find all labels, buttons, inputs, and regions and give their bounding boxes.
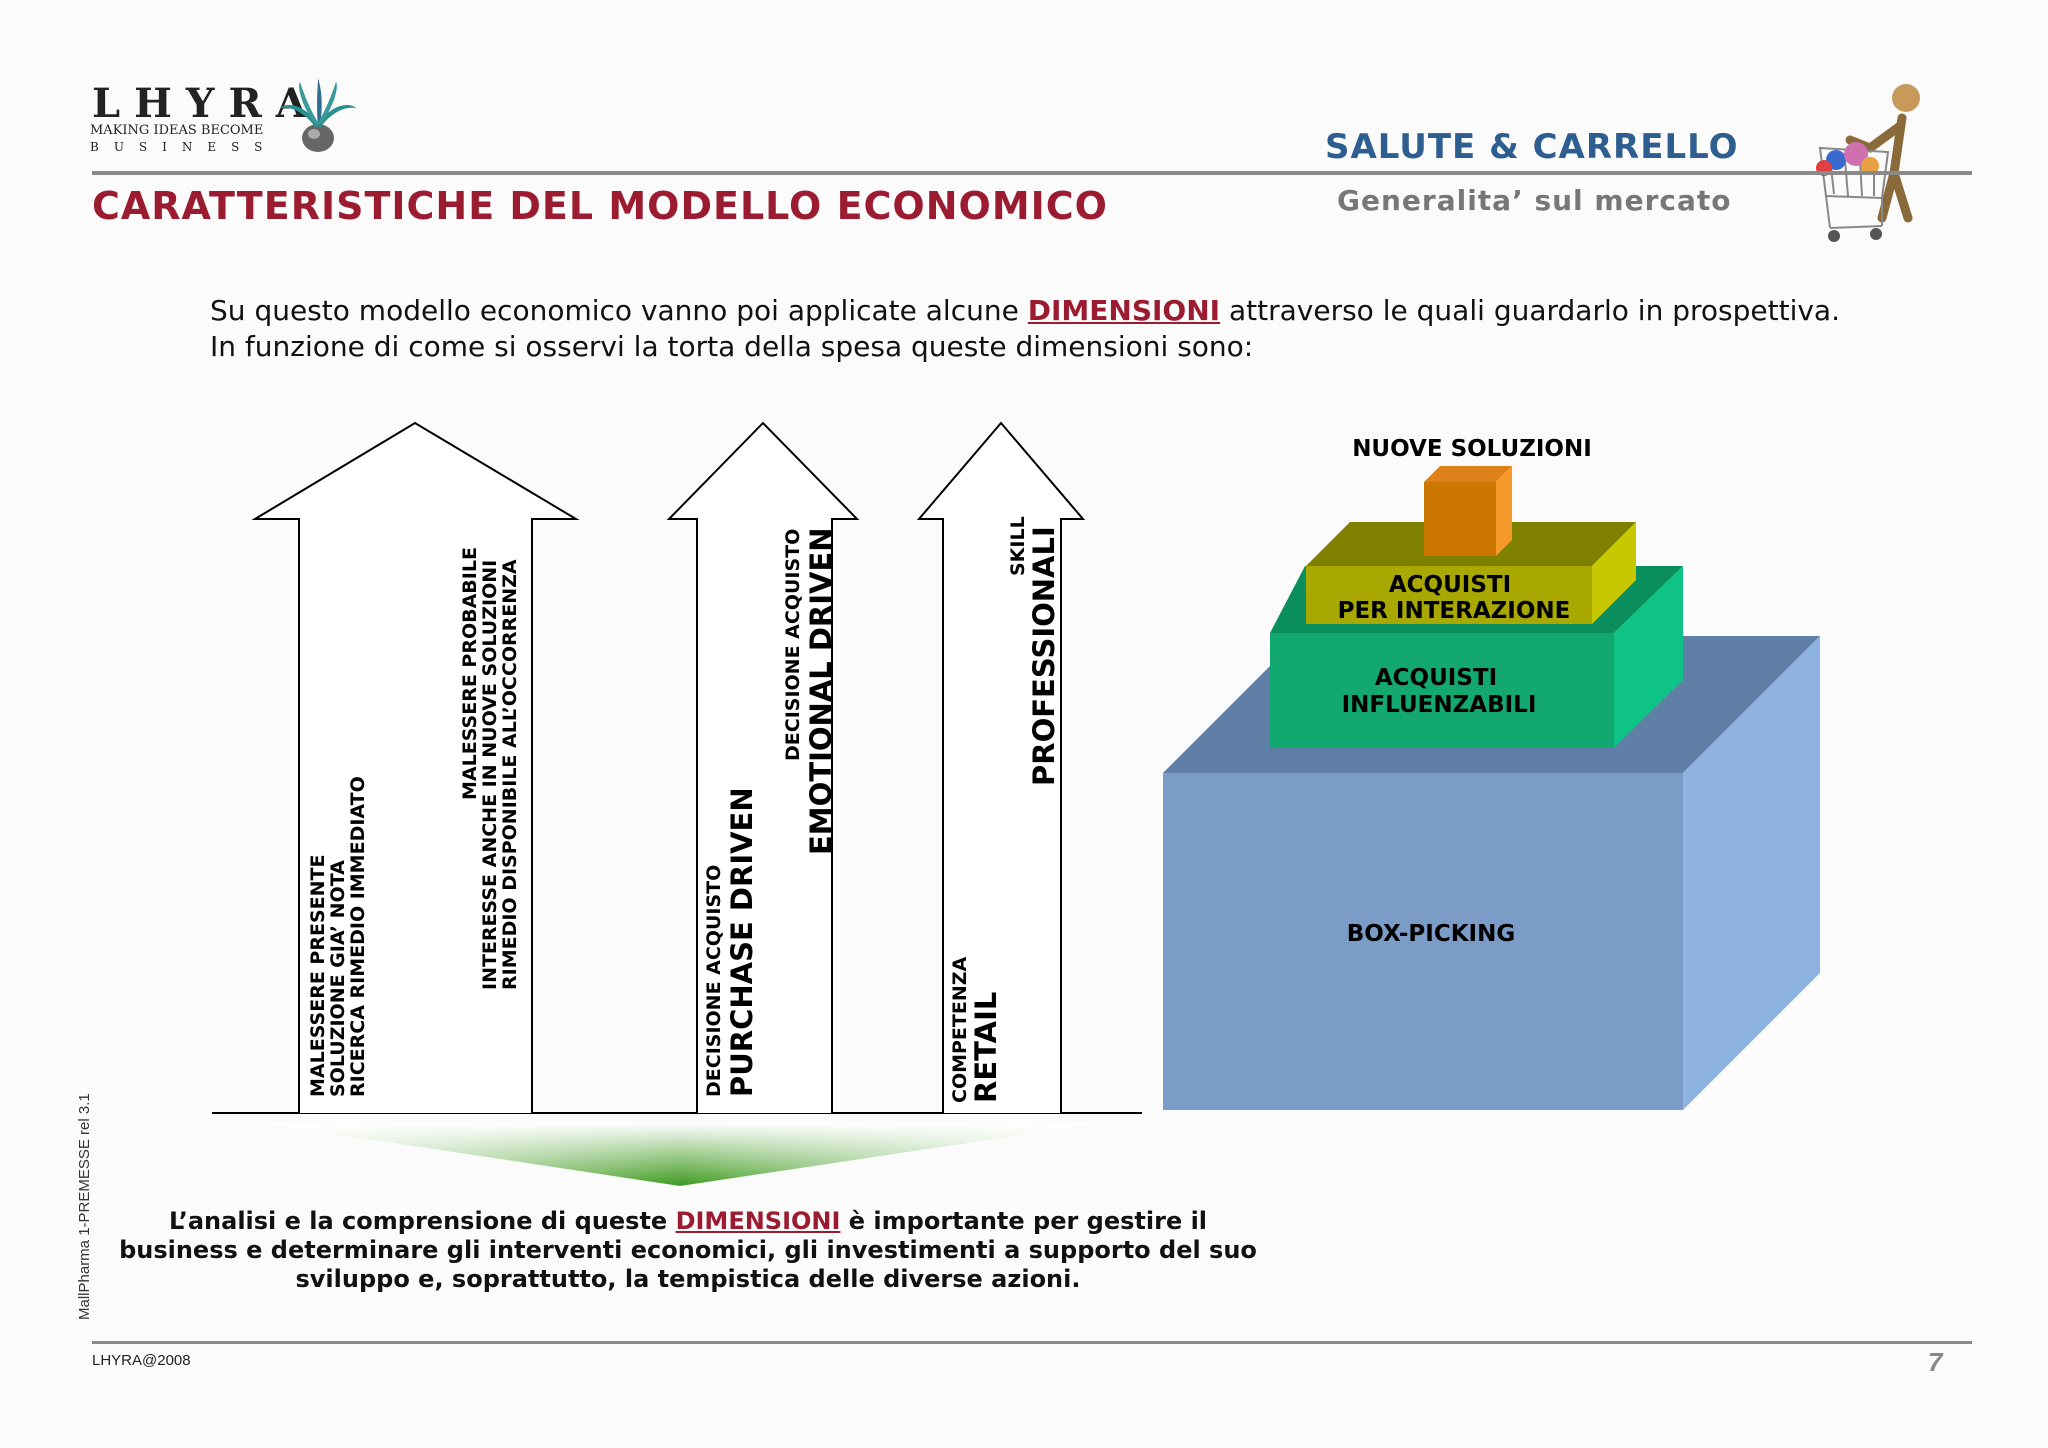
a3-left-big: RETAIL — [969, 992, 1003, 1103]
section-subtitle: Generalita’ sul mercato — [1337, 184, 1732, 217]
document-reference: MallPharma 1-PREMESSE rel 3.1 — [76, 1093, 93, 1320]
logo-tagline: MAKING IDEAS BECOME — [90, 123, 264, 138]
conclusion-paragraph: L’analisi e la comprensione di queste DI… — [119, 1207, 1257, 1293]
dimensioni-keyword: DIMENSIONI — [1027, 294, 1221, 327]
a2-right-small: DECISIONE ACQUISTO — [782, 529, 804, 761]
a2-left-small: DECISIONE ACQUISTO — [703, 865, 725, 1097]
level2-line2: INFLUENZABILI — [1342, 692, 1537, 718]
arrow-1 — [251, 421, 580, 1113]
logo-wordmark: LHYRA — [92, 80, 321, 127]
level3-line2: PER INTERAZIONE — [1338, 598, 1571, 624]
section-title: SALUTE & CARRELLO — [1325, 127, 1739, 167]
a2-left-big: PURCHASE DRIVEN — [725, 787, 759, 1097]
a3-left-small: COMPETENZA — [949, 956, 971, 1103]
intro-paragraph: Su questo modello economico vanno poi ap… — [210, 294, 1840, 363]
logo-tagline-business: BUSINESS — [90, 140, 278, 154]
nuove-soluzioni-label: NUOVE SOLUZIONI — [1352, 436, 1592, 462]
header-divider — [92, 171, 1972, 175]
footer-divider — [92, 1341, 1972, 1344]
page-number: 7 — [1928, 1347, 1943, 1377]
arrow-2 — [666, 421, 860, 1113]
page-title: CARATTERISTICHE DEL MODELLO ECONOMICO — [92, 184, 1108, 228]
a1-left-line3: RICERCA RIMEDIO IMMEDIATO — [347, 776, 369, 1097]
a1-right-line3: RIMEDIO DISPONIBILE ALL’OCCORRENZA — [499, 559, 521, 990]
a3-right-small: SKILL — [1007, 516, 1029, 576]
level3-line1: ACQUISTI — [1389, 572, 1511, 598]
logo-plant-icon — [280, 78, 356, 152]
a1-right-line1: MALESSERE PROBABILE — [459, 547, 481, 800]
a1-right-line2: INTERESSE ANCHE IN NUOVE SOLUZIONI — [479, 560, 501, 990]
copyright: LHYRA@2008 — [92, 1352, 191, 1369]
a1-left-line1: MALESSERE PRESENTE — [307, 855, 329, 1097]
pyramid-top-block — [1424, 466, 1512, 556]
a2-right-big: EMOTIONAL DRIVEN — [804, 527, 838, 855]
level2-line1: ACQUISTI — [1375, 665, 1497, 691]
box-picking-label: BOX-PICKING — [1347, 921, 1515, 947]
arrow-3 — [916, 421, 1086, 1113]
dimensioni-keyword-2: DIMENSIONI — [675, 1207, 841, 1235]
a3-right-big: PROFESSIONALI — [1027, 526, 1061, 786]
a1-left-line2: SOLUZIONE GIA’ NOTA — [327, 860, 349, 1097]
